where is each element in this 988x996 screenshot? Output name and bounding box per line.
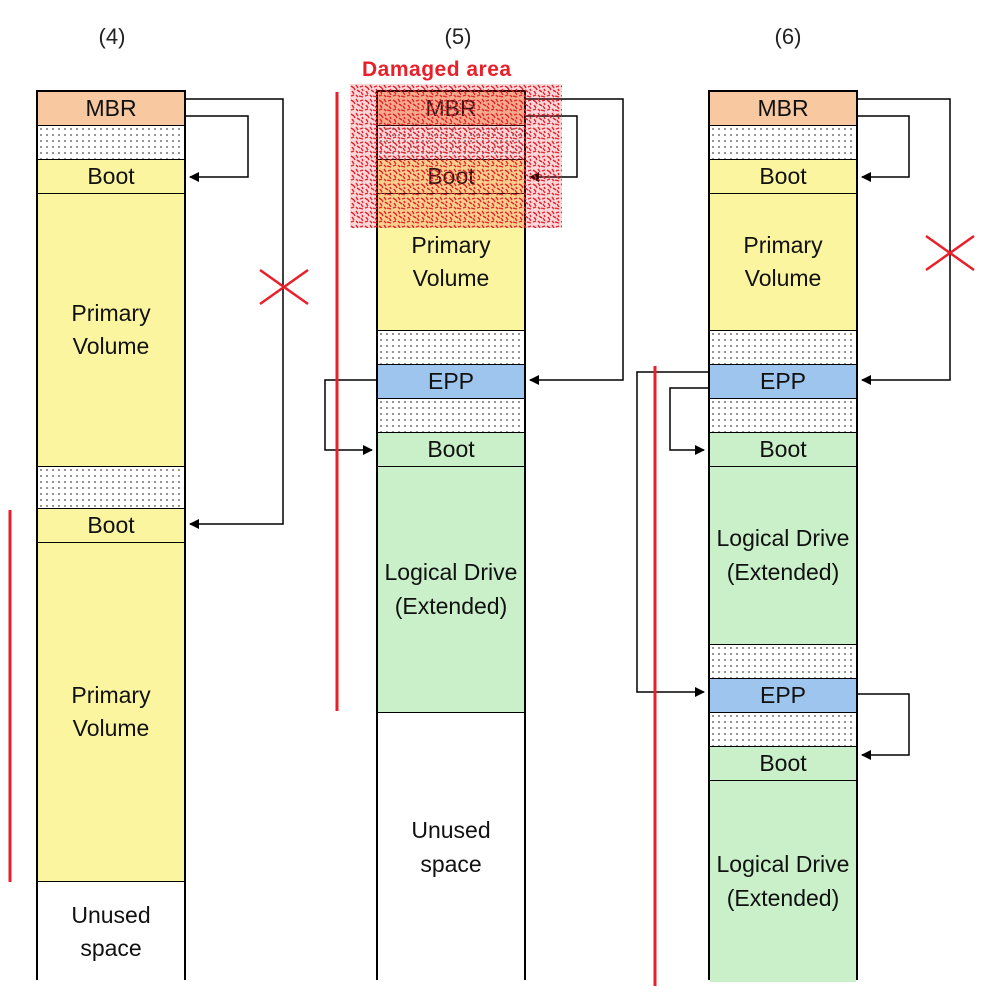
boot-block-label: Boot [87, 162, 135, 189]
logical-drive-block-label: Logical Drive (Extended) [716, 851, 850, 911]
boot-block-label: Boot [759, 749, 807, 776]
broken-link-cross-4 [259, 268, 309, 306]
mbr-block-label: MBR [85, 94, 137, 121]
boot-block: Boot [378, 433, 524, 467]
boot-block-label: Boot [427, 435, 475, 462]
column-title-5: (5) [444, 24, 472, 49]
mbr-to-epp-arrow-6 [858, 98, 951, 385]
boot-block-label: Boot [759, 162, 807, 189]
damaged-area-overlay [350, 84, 562, 228]
logical-drive-block: Logical Drive (Extended) [710, 467, 856, 645]
unallocated-gap [710, 399, 856, 433]
epp-block: EPP [710, 365, 856, 399]
primary-volume-block-label: Primary Volume [411, 231, 491, 291]
logical-drive-block-label: Logical Drive (Extended) [384, 559, 518, 619]
boot-block: Boot [710, 747, 856, 781]
mbr-to-boot-arrow-4 [186, 115, 249, 182]
boot-block-label: Boot [87, 511, 135, 538]
primary-volume-block: Primary Volume [38, 543, 184, 882]
unused-space-block-label: Unused space [71, 901, 151, 961]
damaged-area-label: Damaged area [362, 58, 512, 81]
second-epp-to-boot-arrow-6 [858, 693, 910, 760]
primary-volume-block-label: Primary Volume [71, 681, 151, 741]
primary-volume-block: Primary Volume [38, 194, 184, 467]
mbr-block: MBR [710, 92, 856, 126]
unallocated-gap [710, 126, 856, 160]
epp-block-label: EPP [427, 367, 475, 394]
epp-block: EPP [378, 365, 524, 399]
unallocated-gap [710, 713, 856, 747]
epp-block-label: EPP [759, 681, 807, 708]
unused-space-block: Unused space [378, 713, 524, 982]
boot-block-label: Boot [759, 435, 807, 462]
logical-drive-block: Logical Drive (Extended) [710, 781, 856, 982]
mbr-to-second-boot-arrow-4 [186, 98, 284, 529]
unallocated-gap [710, 331, 856, 365]
column-title-6: (6) [774, 24, 802, 49]
boot-block: Boot [38, 160, 184, 194]
primary-volume-block-label: Primary Volume [743, 231, 823, 291]
primary-volume-block: Primary Volume [710, 194, 856, 331]
unused-space-block-label: Unused space [411, 817, 491, 877]
mbr-block-label: MBR [757, 94, 809, 121]
boot-block: Boot [710, 160, 856, 194]
unallocated-gap [38, 467, 184, 509]
column-title-4: (4) [98, 24, 126, 49]
epp-to-boot-arrow-5 [324, 379, 376, 455]
logical-drive-block: Logical Drive (Extended) [378, 467, 524, 713]
boot-block: Boot [710, 433, 856, 467]
epp-to-boot-arrow-6 [669, 387, 708, 455]
epp-to-next-epp-arrow-6 [636, 371, 708, 697]
boot-block: Boot [38, 509, 184, 543]
epp-block: EPP [710, 679, 856, 713]
mbr-block: MBR [38, 92, 184, 126]
broken-link-cross-6 [925, 234, 975, 272]
logical-drive-block-label: Logical Drive (Extended) [716, 525, 850, 585]
unallocated-gap [710, 645, 856, 679]
unallocated-gap [38, 126, 184, 160]
mbr-to-boot-arrow-6 [858, 115, 910, 182]
unallocated-gap [378, 331, 524, 365]
mbr-to-epp-arrow-5 [526, 98, 624, 385]
unallocated-gap [378, 399, 524, 433]
primary-volume-block-label: Primary Volume [71, 299, 151, 359]
epp-block-label: EPP [759, 367, 807, 394]
unused-space-block: Unused space [38, 882, 184, 982]
